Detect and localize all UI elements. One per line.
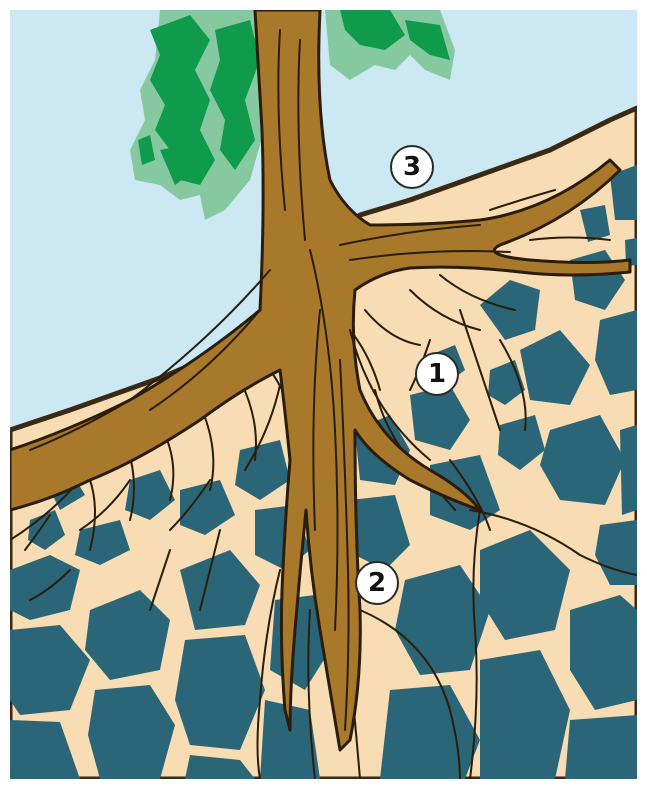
illustration-frame: 3 1 2 bbox=[10, 10, 637, 779]
callout-1: 1 bbox=[415, 352, 459, 396]
tree-root-illustration bbox=[10, 10, 637, 779]
callout-3: 3 bbox=[390, 145, 434, 189]
callout-2: 2 bbox=[355, 561, 399, 605]
